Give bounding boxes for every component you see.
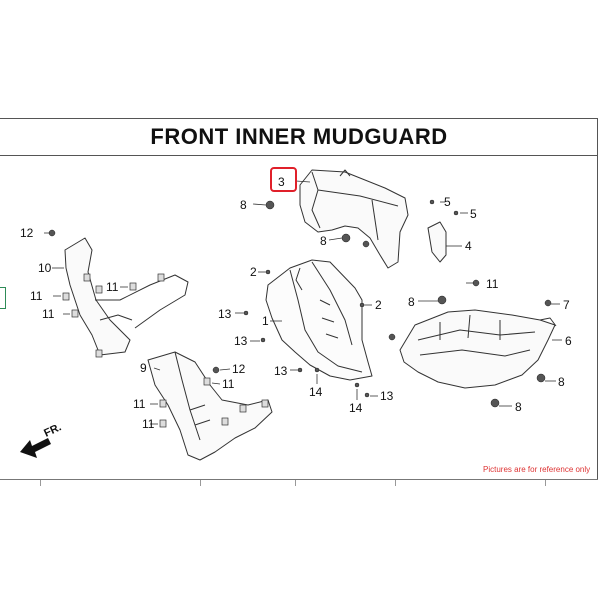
callout-11: 11: [42, 307, 55, 321]
callout-11: 11: [106, 280, 119, 294]
callout-8: 8: [408, 295, 415, 309]
callout-11: 11: [486, 277, 499, 291]
highlight-box: [270, 167, 297, 192]
callout-5: 5: [444, 195, 451, 209]
callout-13: 13: [218, 307, 232, 321]
screw-icon: [354, 382, 360, 388]
title-bar: FRONT INNER MUDGUARD: [0, 118, 598, 156]
part-3-upper-shield: [299, 169, 409, 269]
part-6-under-cover: [399, 309, 556, 389]
footer-tick: [40, 480, 41, 486]
callout-13: 13: [380, 389, 394, 403]
clip-icon: [159, 419, 167, 428]
bolt-icon: [341, 233, 351, 243]
clip-icon: [239, 404, 247, 413]
callout-11: 11: [30, 289, 43, 303]
clip-icon: [95, 285, 103, 294]
footer-tick: [200, 480, 201, 486]
clip-icon: [95, 349, 103, 358]
callout-12: 12: [232, 362, 246, 376]
bolt-icon: [265, 200, 275, 210]
direction-label: FR.: [42, 421, 63, 439]
bolt-icon: [536, 373, 546, 383]
callout-11: 11: [142, 417, 155, 431]
leader-line: [295, 180, 311, 183]
clip-icon: [261, 399, 269, 408]
screw-icon: [429, 199, 435, 205]
callout-12: 12: [20, 226, 34, 240]
screw-icon: [243, 310, 249, 316]
callout-8: 8: [558, 375, 565, 389]
leader-line: [328, 237, 343, 241]
clip-icon: [221, 417, 229, 426]
footer-tick: [545, 480, 546, 486]
screw-icon: [453, 210, 459, 216]
clip-icon: [83, 273, 91, 282]
clip-icon: [62, 292, 70, 301]
bolt-icon: [362, 240, 370, 248]
bolt-icon: [212, 366, 220, 374]
screw-icon: [364, 392, 370, 398]
callout-2: 2: [250, 265, 257, 279]
leader-line: [211, 382, 221, 385]
clip-icon: [129, 282, 137, 291]
clip-icon: [71, 309, 79, 318]
part-10-left-frame: [64, 237, 131, 356]
callout-8: 8: [515, 400, 522, 414]
callout-6: 6: [565, 334, 572, 348]
callout-10: 10: [38, 261, 52, 275]
callout-7: 7: [563, 298, 570, 312]
clip-icon: [157, 273, 165, 282]
callout-14: 14: [309, 385, 323, 399]
screw-icon: [359, 302, 365, 308]
part-4-bracket: [427, 221, 447, 263]
front-direction-arrow: FR.: [20, 421, 63, 458]
callout-1: 1: [262, 314, 269, 328]
leader-line: [252, 203, 267, 206]
footer-divider: [0, 479, 598, 480]
clip-icon: [203, 377, 211, 386]
callout-2: 2: [375, 298, 382, 312]
leader-line: [153, 367, 161, 371]
callout-4: 4: [465, 239, 472, 253]
footer-tick: [395, 480, 396, 486]
callout-14: 14: [349, 401, 363, 415]
bolt-icon: [490, 398, 500, 408]
footer-tick: [295, 480, 296, 486]
bolt-icon: [437, 295, 447, 305]
callout-5: 5: [470, 207, 477, 221]
page-title: FRONT INNER MUDGUARD: [150, 123, 448, 149]
part-9-lower-cover: [147, 351, 273, 461]
clip-icon: [159, 399, 167, 408]
part-1-main-mudguard: [265, 259, 373, 381]
callout-11: 11: [222, 377, 235, 391]
callout-8: 8: [320, 234, 327, 248]
left-edge-tab: [0, 287, 6, 309]
clip-icon: [388, 333, 396, 341]
callout-3: 3: [278, 175, 285, 189]
callout-8: 8: [240, 198, 247, 212]
reference-disclaimer: Pictures are for reference only: [483, 465, 590, 474]
callout-11: 11: [133, 397, 146, 411]
screw-icon: [297, 367, 303, 373]
clip-icon: [544, 299, 552, 307]
screw-icon: [265, 269, 271, 275]
callout-13: 13: [234, 334, 248, 348]
callout-9: 9: [140, 361, 147, 375]
screw-icon: [260, 337, 266, 343]
leader-line: [219, 368, 231, 371]
callout-13: 13: [274, 364, 288, 378]
screw-icon: [314, 367, 320, 373]
